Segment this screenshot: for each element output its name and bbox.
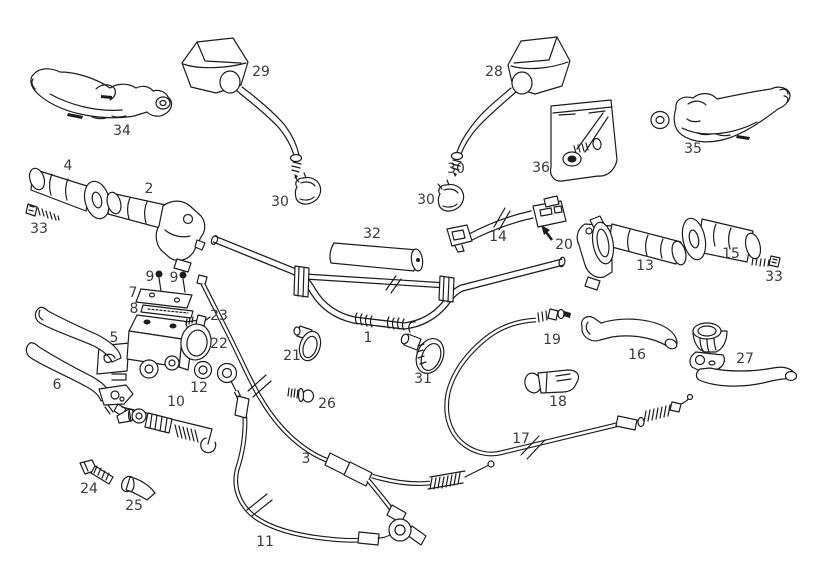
cable-guide-18	[524, 369, 580, 394]
mc-clamp	[180, 314, 212, 361]
part-label-hose-clamp-large: 31	[414, 371, 432, 387]
part-label-piston-kit: 10	[167, 394, 185, 410]
brake-hose	[216, 362, 412, 546]
grip-right	[681, 217, 762, 263]
brake-lever-assy	[689, 322, 798, 387]
handguard-right	[650, 86, 791, 143]
part-label-throttle-tube: 2	[145, 181, 154, 197]
part-label-mc-clamp: 22	[210, 336, 228, 352]
part-label-handlebar: 1	[364, 330, 373, 346]
cap-screws	[155, 270, 187, 293]
part-label-flange-screw: 26	[318, 396, 336, 412]
cable-clamp-arrow	[541, 225, 554, 241]
part-label-mirror-clamp-left: 30	[271, 194, 289, 210]
handguard-left	[30, 68, 173, 120]
flange-screw	[287, 387, 315, 403]
part-label-throttle-housing: 13	[636, 258, 654, 274]
part-label-handguard-left: 34	[113, 123, 131, 139]
piston-kit	[116, 406, 217, 454]
lever-blade-16	[581, 315, 678, 350]
part-label-hardware-bag: 36	[532, 160, 550, 176]
part-label-hose-clamp-small: 21	[283, 348, 301, 364]
clutch-lever	[25, 342, 134, 417]
mirror-right: 30	[447, 36, 571, 177]
part-label-switch-cable: 14	[489, 229, 507, 245]
cap-gasket	[140, 304, 194, 319]
part-label-grip-screw-right: 33	[765, 269, 783, 285]
mirror-left	[181, 37, 303, 179]
mirror-clamp-right	[437, 179, 465, 212]
hose-clamp-large	[400, 321, 445, 374]
handlebar	[210, 235, 566, 331]
part-label-mirror-clamp-right: 30	[417, 192, 435, 208]
part-label-handguard-right: 35	[684, 141, 702, 157]
part-label-brake-lever: 5	[110, 330, 119, 346]
bar-pad	[329, 242, 424, 272]
part-labels: 1 2 3 4 5 6 7 8 9 9 10 11 12 13 14 15 16…	[30, 64, 783, 550]
boot	[120, 475, 156, 501]
part-label-grip-screw-left: 33	[30, 221, 48, 237]
part-label-cap-gasket: 8	[130, 301, 139, 317]
part-label-grip-left: 4	[64, 158, 73, 174]
reservoir-cap	[135, 288, 193, 309]
part-label-lever-blade: 16	[628, 347, 646, 363]
throttle-housing	[576, 215, 687, 291]
part-label-cable-clamp: 20	[555, 237, 573, 253]
banjo-bolt	[79, 459, 114, 485]
part-label-mirror-right: 28	[485, 64, 503, 80]
part-label-clamp-screw: 23	[210, 308, 228, 324]
part-label-clutch-cable: 17	[512, 431, 530, 447]
part-label-cable-guide: 18	[549, 394, 567, 410]
part-label-bar-pad: 32	[363, 226, 381, 242]
part-label-clutch-lever: 6	[53, 377, 62, 393]
grip-left	[28, 167, 111, 220]
part-label-throttle-cable: 3	[302, 451, 311, 467]
part-label-banjo-bolt: 24	[80, 481, 98, 497]
part-label-cap-screw-b: 9	[170, 270, 179, 286]
hose-clamp-small	[293, 325, 322, 362]
washer-12	[193, 360, 213, 380]
part-label-brake-lever-assy: 27	[736, 351, 754, 367]
part-label-washer: 12	[190, 380, 208, 396]
part-label-boot: 25	[125, 498, 143, 514]
part-label-mirror-left: 29	[252, 64, 270, 80]
throttle-tube	[106, 191, 206, 273]
part-label-grip-right: 15	[722, 246, 740, 262]
clutch-cable	[444, 308, 694, 460]
part-label-cable-adjuster: 19	[543, 332, 561, 348]
switch-cable	[446, 195, 567, 253]
part-label-reservoir-cap: 7	[129, 285, 138, 301]
hardware-bag	[549, 99, 618, 182]
part-label-cap-screw-a: 9	[146, 269, 155, 285]
mirror-clamp-left	[294, 172, 322, 205]
part-label-brake-hose: 11	[256, 534, 274, 550]
grip-screw-left	[25, 203, 60, 221]
brake-lever	[34, 306, 122, 363]
grip-screw-right	[751, 255, 781, 268]
